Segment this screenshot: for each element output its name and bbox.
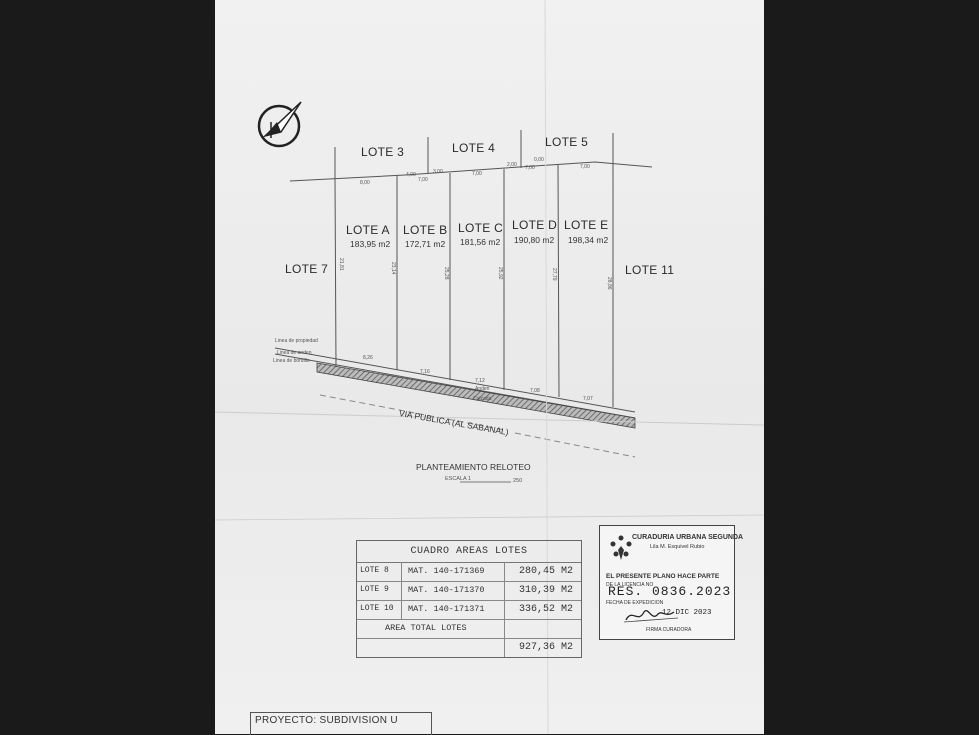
table-cell-area: 280,45 M2 (518, 566, 573, 577)
project-title: PROYECTO: SUBDIVISION U (255, 715, 398, 726)
lot-area: 190,80 m2 (514, 235, 555, 245)
table-row: LOTE 10 MAT. 140-171371 336,52 M2 (357, 600, 581, 620)
north-arrow-icon (257, 101, 302, 148)
table-cell-lote: LOTE 10 (360, 604, 394, 613)
dim-back: 7,00 (418, 177, 428, 183)
lot-label: LOTE D (512, 218, 558, 232)
dim-top: 3,00 (433, 169, 443, 175)
dim-back: 8,00 (360, 180, 370, 186)
stamp-line1: EL PRESENTE PLANO HACE PARTE (606, 573, 720, 580)
dim-front: 8,26 (363, 355, 373, 361)
dim-front: 7,12 (475, 378, 485, 384)
dim-side: 25,92 (497, 267, 503, 280)
dim-side: 23,14 (390, 262, 396, 275)
stamp-resolution: RES. 0836.2023 (608, 584, 732, 599)
dim-side: 28,86 (606, 277, 612, 290)
line-label: Calzada (473, 396, 492, 402)
stamp-line2: DE LA LICENCIA NO (606, 582, 654, 588)
dim-front: 7,16 (420, 369, 430, 375)
table-cell-lote: LOTE 9 (360, 585, 389, 594)
line-label: Anden (475, 386, 490, 392)
top-lote-label: LOTE 5 (545, 135, 589, 149)
stamp-firma: FIRMA CURADORA (646, 627, 692, 633)
dim-back: 7,00 (580, 164, 590, 170)
table-cell-mat: MAT. 140-171371 (408, 604, 485, 614)
lot-label: LOTE A (346, 223, 390, 237)
table-total-value: 927,36 M2 (518, 642, 573, 653)
lot-label: LOTE B (403, 223, 448, 237)
areas-table: CUADRO AREAS LOTES LOTE 8 MAT. 140-17136… (356, 540, 582, 658)
dim-back: 7,00 (472, 171, 482, 177)
line-label: Linea de bordillo (273, 358, 310, 364)
dim-back: 7,00 (525, 165, 535, 171)
scale-label: ESCALA 1 (445, 476, 471, 482)
lot-label: LOTE C (458, 221, 504, 235)
site-plan-drawing (215, 0, 764, 734)
top-lote-label: LOTE 4 (452, 141, 496, 155)
dim-front: 7,08 (530, 388, 540, 394)
dim-top: 4,00 (406, 172, 416, 178)
dim-top: 2,00 (507, 162, 517, 168)
plan-title: PLANTEAMIENTO RELOTEO (416, 462, 531, 472)
plan-sheet: LOTE 3 LOTE 4 LOTE 5 LOTE 7 LOTE 11 LOTE… (215, 0, 764, 735)
signature-icon (623, 610, 679, 623)
table-cell-lote: LOTE 8 (360, 566, 389, 575)
stamp-fecha-label: FECHA DE EXPEDICION (606, 600, 664, 606)
table-cell-mat: MAT. 140-171370 (408, 585, 485, 595)
line-label: Linea de propiedad (275, 338, 318, 344)
dim-top: 0,00 (534, 157, 544, 163)
table-cell-area: 310,39 M2 (518, 585, 573, 596)
table-cell-area: 336,52 M2 (518, 604, 573, 615)
dim-front: 7,07 (583, 396, 593, 402)
table-total-label: AREA TOTAL LOTES (385, 623, 467, 633)
lot-area: 181,56 m2 (460, 237, 501, 247)
lot-area: 198,34 m2 (568, 235, 609, 245)
side-lote-right: LOTE 11 (625, 263, 675, 277)
table-cell-mat: MAT. 140-171369 (408, 566, 485, 576)
table-row: LOTE 8 MAT. 140-171369 280,45 M2 (357, 562, 581, 582)
top-lote-label: LOTE 3 (361, 145, 405, 159)
line-label: Linea de anden (277, 350, 312, 356)
lot-label: LOTE E (564, 218, 609, 232)
project-title-box: PROYECTO: SUBDIVISION U (250, 712, 432, 735)
curaduria-logo-icon (610, 535, 632, 560)
scale-value: 250 (513, 478, 523, 484)
lot-area: 172,71 m2 (405, 239, 446, 249)
table-row: LOTE 9 MAT. 140-171370 310,39 M2 (357, 581, 581, 601)
side-lote-left: LOTE 7 (285, 262, 329, 276)
dim-side: 21,81 (338, 258, 344, 271)
lot-area: 183,95 m2 (350, 239, 391, 249)
table-title: CUADRO AREAS LOTES (357, 541, 581, 563)
dim-side: 27,79 (551, 268, 557, 281)
stamp-name: Lila M. Esquivel Rubio (650, 544, 705, 550)
stamp-date: 12 DIC 2023 (662, 609, 712, 617)
table-total-row: AREA TOTAL LOTES (357, 619, 581, 639)
approval-stamp: CURADURIA URBANA SEGUNDA Lila M. Esquive… (599, 525, 743, 640)
table-total-value-row: 927,36 M2 (357, 638, 581, 657)
dim-side: 25,28 (443, 267, 449, 280)
stamp-title: CURADURIA URBANA SEGUNDA (632, 534, 744, 541)
